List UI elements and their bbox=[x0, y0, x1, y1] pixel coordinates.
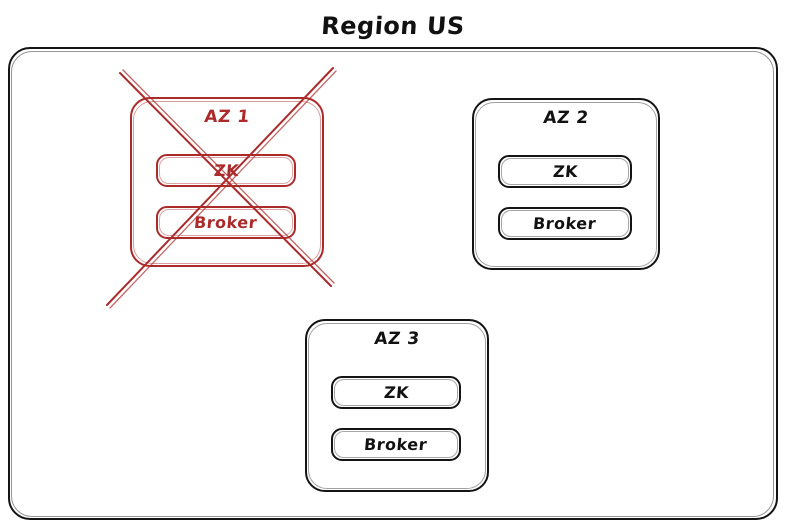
node-box-az3-broker[interactable]: Broker bbox=[331, 428, 461, 461]
az-label-az-2: AZ 2 bbox=[542, 108, 590, 128]
node-box-az2-zk[interactable]: ZK bbox=[498, 155, 632, 188]
node-label-az2-broker: Broker bbox=[532, 213, 598, 233]
node-label-az2-zk: ZK bbox=[551, 161, 579, 181]
az-group-az-3[interactable]: AZ 3 ZK Broker bbox=[305, 319, 489, 492]
node-label-az1-zk: ZK bbox=[212, 160, 240, 180]
page-title: Region US bbox=[320, 12, 466, 40]
node-box-az1-zk[interactable]: ZK bbox=[156, 154, 296, 187]
az-group-az-1[interactable]: AZ 1 ZK Broker bbox=[130, 97, 324, 267]
node-label-az3-zk: ZK bbox=[382, 382, 410, 402]
node-box-az2-broker[interactable]: Broker bbox=[498, 207, 632, 240]
az-label-az-1: AZ 1 bbox=[203, 107, 251, 127]
node-label-az1-broker: Broker bbox=[193, 212, 259, 232]
az-label-az-3: AZ 3 bbox=[373, 329, 421, 349]
region-container: AZ 1 ZK Broker AZ 2 ZK Broker AZ 3 ZK bbox=[8, 47, 778, 520]
node-label-az3-broker: Broker bbox=[363, 434, 429, 454]
az-group-az-2[interactable]: AZ 2 ZK Broker bbox=[472, 98, 660, 270]
node-box-az1-broker[interactable]: Broker bbox=[156, 206, 296, 239]
node-box-az3-zk[interactable]: ZK bbox=[331, 376, 461, 409]
